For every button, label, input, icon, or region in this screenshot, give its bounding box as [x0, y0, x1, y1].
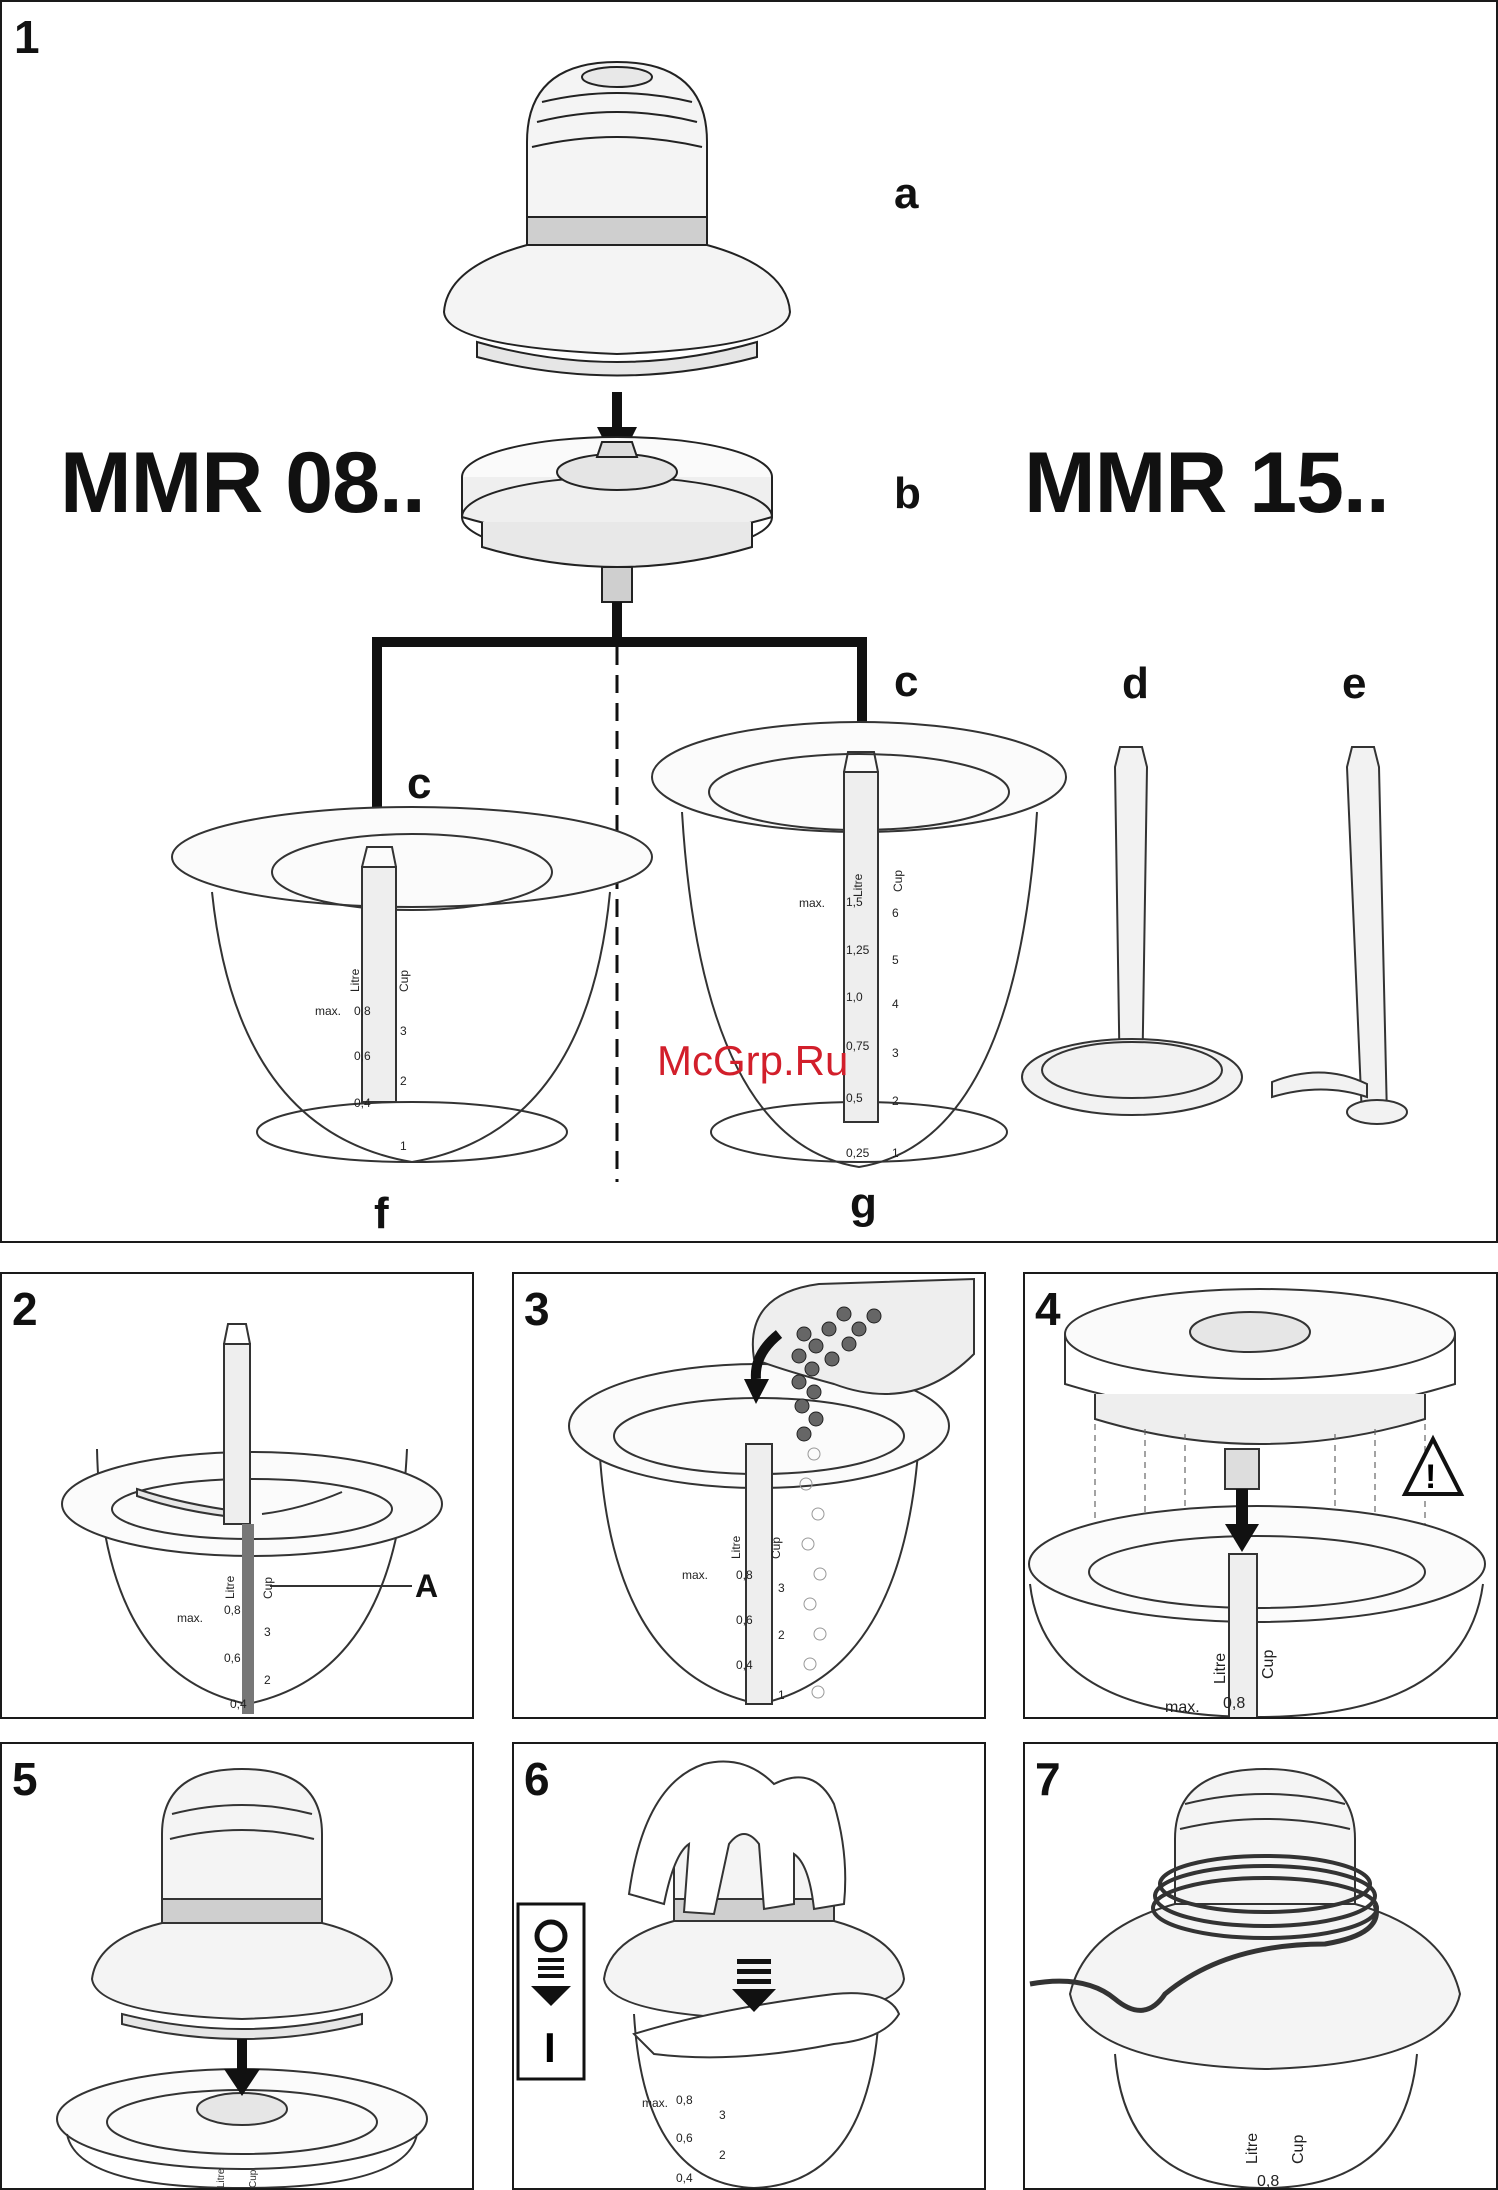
scale-cup-1: 2: [778, 1628, 785, 1642]
scale-litre-0: 0,8: [1223, 1695, 1245, 1712]
scale-unit-litre: Litre: [348, 968, 362, 992]
scale-cup-2: 1: [778, 1688, 785, 1702]
scale-litre-0: 0,8: [224, 1603, 241, 1617]
scale-max-label: max.: [799, 896, 825, 910]
panel-2: 2 A max. Litre Cup 0,8 0,6 0,4 3 2: [0, 1272, 474, 1719]
scale-cup-0: 3: [719, 2108, 726, 2122]
blade-e: [1272, 747, 1407, 1124]
scale-max-label: max.: [315, 1004, 341, 1018]
scale-cup-1: 2: [264, 1673, 271, 1687]
panel-5: 5 Litre Cup: [0, 1742, 474, 2190]
scale-litre-0: 0,8: [1257, 2173, 1279, 2188]
warning-icon: !: [1405, 1439, 1461, 1496]
scale-max-label: max.: [1165, 1699, 1200, 1716]
scale-unit-cup: Cup: [261, 1577, 275, 1599]
panel-5-illustration: Litre Cup: [2, 1744, 472, 2188]
panel-3-illustration: max. Litre Cup 0,8 0,6 0,4 3 2 1: [514, 1274, 984, 1717]
scale-litre-1: 0,6: [224, 1651, 241, 1665]
panel-2-illustration: max. Litre Cup 0,8 0,6 0,4 3 2: [2, 1274, 472, 1717]
motor-unit-a: [444, 62, 790, 376]
scale-litre-2: 0,4: [676, 2171, 693, 2185]
scale-litre-2: 0,6: [354, 1049, 371, 1063]
scale-litre-0: 1,5: [846, 895, 863, 909]
scale-unit-cup: Cup: [1260, 1650, 1277, 1679]
scale-cup-1: 2: [719, 2148, 726, 2162]
bowl-large-g: max. Litre Cup 1,5 1,25 1,0 0,75 0,5 0,2…: [652, 722, 1066, 1167]
scale-unit-cup: Cup: [769, 1537, 783, 1559]
panel-7: 7 Litre Cup 0,8: [1023, 1742, 1498, 2190]
scale-litre-1: 1,25: [846, 943, 870, 957]
panel-3: 3 max. Litre Cup 0,8 0,6 0,4 3 2: [512, 1272, 986, 1719]
scale-max-label: max.: [642, 2096, 668, 2110]
scale-cup-1: 2: [400, 1074, 407, 1088]
watermark: McGrp.Ru: [657, 1037, 848, 1085]
scale-cup-0: 3: [778, 1581, 785, 1595]
scale-unit-litre: Litre: [851, 873, 865, 897]
scale-cup-2: 4: [892, 997, 899, 1011]
scale-litre-2: 1,0: [846, 990, 863, 1004]
scale-litre-1: 0,6: [676, 2131, 693, 2145]
scale-cup-0: 6: [892, 906, 899, 920]
switch-on-label: I: [544, 2024, 556, 2071]
scale-unit-cup: Cup: [397, 970, 411, 992]
scale-litre-5: 0,25: [846, 1146, 870, 1160]
scale-unit-cup: Cup: [248, 2169, 259, 2188]
scale-cup-4: 2: [892, 1094, 899, 1108]
scale-unit-litre: Litre: [729, 1535, 743, 1559]
panel-4: 4 ! max. Litr: [1023, 1272, 1498, 1719]
scale-litre-2: 0,4: [736, 1658, 753, 1672]
bowl-small-f: max. Litre Cup 0,8 0,8 0,6 0,4 3 2 1: [172, 807, 652, 1162]
scale-litre-0: 0,8: [736, 1568, 753, 1582]
scale-unit-litre: Litre: [1244, 2133, 1261, 2164]
panel-4-illustration: ! max. Litre Cup 0,8: [1025, 1274, 1496, 1717]
scale-litre-4: 0,5: [846, 1091, 863, 1105]
scale-litre-1: 0,6: [736, 1613, 753, 1627]
scale-unit-litre: Litre: [1212, 1653, 1229, 1684]
scale-litre-3: 0,4: [354, 1096, 371, 1110]
scale-unit-litre: Litre: [216, 2168, 227, 2188]
switch-symbol: I: [518, 1904, 584, 2079]
blade-d: [1022, 747, 1242, 1115]
scale-cup-5: 1: [892, 1146, 899, 1160]
scale-unit-cup: Cup: [891, 870, 905, 892]
scale-litre-1: 0,8: [354, 1004, 371, 1018]
scale-litre-2: 0,4: [230, 1697, 247, 1711]
scale-cup-3: 3: [892, 1046, 899, 1060]
scale-max-label: max.: [682, 1568, 708, 1582]
scale-litre-3: 0,75: [846, 1039, 870, 1053]
panel-6: 6 I max. 0,8 0,6 0,4 3 2: [512, 1742, 986, 2190]
scale-cup-1: 5: [892, 953, 899, 967]
scale-max-label: max.: [177, 1611, 203, 1625]
scale-unit-litre: Litre: [223, 1575, 237, 1599]
scale-cup-0: 3: [264, 1625, 271, 1639]
panel-6-illustration: I max. 0,8 0,6 0,4 3 2: [514, 1744, 984, 2188]
panel-1-overview: 1 MMR 08.. MMR 15.. a b c c d e f g: [0, 0, 1498, 1243]
svg-text:!: !: [1425, 1458, 1436, 1496]
scale-cup-2: 1: [400, 1139, 407, 1153]
panel-7-illustration: Litre Cup 0,8: [1025, 1744, 1496, 2188]
scale-cup-0: 3: [400, 1024, 407, 1038]
scale-litre-0: 0,8: [676, 2093, 693, 2107]
scale-unit-cup: Cup: [1290, 2135, 1307, 2164]
lid-b: [462, 437, 772, 602]
